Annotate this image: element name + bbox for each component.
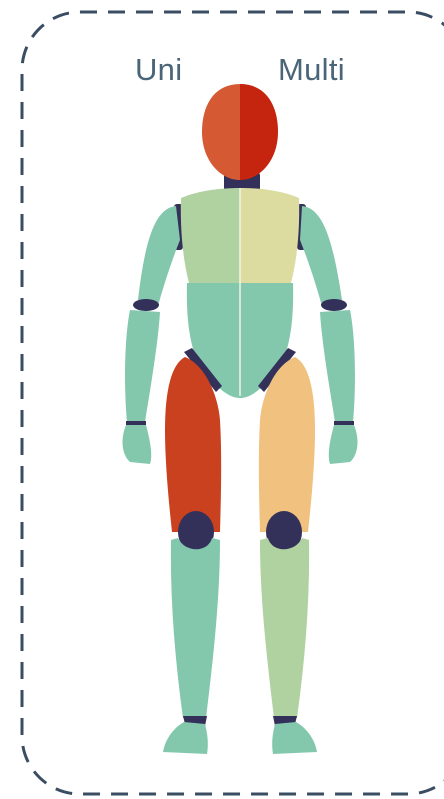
- head-right-half: [240, 84, 278, 180]
- foot-left: [163, 722, 208, 754]
- upper-arm-right: [300, 206, 342, 306]
- label-uni: Uni: [135, 52, 182, 88]
- head-left-half: [202, 84, 240, 180]
- shin-right: [260, 538, 309, 718]
- elbow-left: [133, 299, 159, 311]
- forearm-left: [125, 310, 160, 422]
- shin-left: [171, 538, 220, 718]
- upper-arm-left: [138, 206, 180, 306]
- wrist-left: [126, 421, 146, 425]
- elbow-right: [321, 299, 347, 311]
- foot-right: [272, 722, 317, 754]
- label-multi: Multi: [278, 52, 345, 88]
- chest-right-half: [240, 188, 299, 283]
- hand-left: [123, 425, 152, 464]
- wrist-right: [334, 421, 354, 425]
- chest-left-half: [181, 188, 240, 283]
- hand-right: [329, 425, 358, 464]
- forearm-right: [320, 310, 355, 422]
